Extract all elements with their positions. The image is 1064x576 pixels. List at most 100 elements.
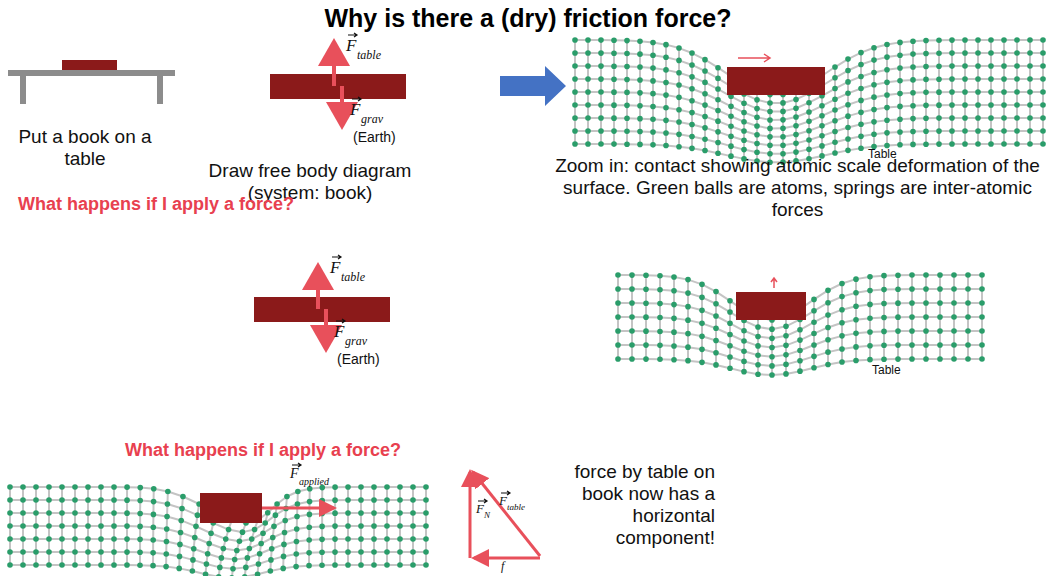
atom	[650, 104, 656, 110]
atom	[611, 50, 617, 56]
atom	[572, 89, 578, 95]
atom	[909, 300, 915, 306]
atom	[884, 42, 890, 48]
atom	[624, 90, 630, 96]
atom	[598, 63, 604, 69]
atom	[909, 342, 915, 348]
atom	[319, 498, 325, 504]
atom	[754, 123, 760, 129]
atom	[881, 273, 887, 279]
atom	[895, 328, 901, 334]
atom	[585, 76, 591, 82]
atom	[7, 484, 13, 490]
atom	[793, 141, 799, 147]
atom	[937, 342, 943, 348]
atom	[825, 349, 831, 355]
atom	[845, 79, 851, 85]
atom	[962, 37, 968, 43]
atom	[657, 356, 663, 362]
atom	[949, 76, 955, 82]
atom	[699, 295, 705, 301]
atom	[806, 109, 812, 115]
atom	[671, 329, 677, 335]
atom	[572, 63, 578, 69]
atom	[825, 337, 831, 343]
atom	[59, 497, 65, 503]
atom	[881, 287, 887, 293]
atom	[769, 326, 775, 332]
atom	[226, 527, 232, 533]
atom	[715, 118, 721, 124]
atom	[702, 136, 708, 142]
atom	[33, 510, 39, 516]
atom	[650, 65, 656, 71]
atom	[237, 538, 243, 544]
atom	[1001, 37, 1007, 43]
atom	[884, 67, 890, 73]
atom	[615, 300, 621, 306]
atom	[951, 328, 957, 334]
atom	[845, 113, 851, 119]
atom	[867, 357, 873, 363]
atom	[611, 63, 617, 69]
atom	[811, 319, 817, 325]
atom	[832, 75, 838, 81]
atom	[629, 356, 635, 362]
atom	[881, 343, 887, 349]
atom	[663, 67, 669, 73]
atom	[1027, 63, 1033, 69]
atom	[910, 77, 916, 83]
atom	[962, 76, 968, 82]
atom	[884, 105, 890, 111]
atom	[111, 510, 117, 516]
atom	[615, 356, 621, 362]
atom	[307, 499, 313, 505]
atom	[895, 342, 901, 348]
atom	[975, 102, 981, 108]
atom	[741, 328, 747, 334]
atom	[780, 117, 786, 123]
atom	[741, 128, 747, 134]
atom	[637, 64, 643, 70]
atom	[397, 497, 403, 503]
atom	[643, 342, 649, 348]
atom	[671, 288, 677, 294]
atom	[423, 497, 429, 503]
atom	[676, 144, 682, 150]
atom	[1027, 102, 1033, 108]
atom	[783, 352, 789, 358]
atom	[923, 115, 929, 121]
atom	[384, 497, 390, 503]
atom	[585, 115, 591, 121]
atom	[572, 128, 578, 134]
atom	[179, 506, 185, 512]
atom	[881, 301, 887, 307]
atom	[676, 82, 682, 88]
atom	[909, 328, 915, 334]
atom	[1014, 50, 1020, 56]
atom	[699, 308, 705, 314]
atom	[33, 484, 39, 490]
atom	[1014, 115, 1020, 121]
atom	[699, 282, 705, 288]
atom	[949, 50, 955, 56]
atom	[825, 362, 831, 368]
atom	[699, 321, 705, 327]
atom	[137, 485, 143, 491]
atom	[871, 45, 877, 51]
atom	[624, 51, 630, 57]
atom	[951, 300, 957, 306]
atom	[845, 68, 851, 74]
atom	[657, 329, 663, 335]
atom	[975, 76, 981, 82]
atom	[650, 52, 656, 58]
atom	[72, 510, 78, 516]
atom	[699, 347, 705, 353]
atom	[689, 146, 695, 152]
atom	[1001, 128, 1007, 134]
atom	[643, 328, 649, 334]
atom	[7, 497, 13, 503]
atom	[624, 64, 630, 70]
atom	[811, 365, 817, 371]
atom	[624, 38, 630, 44]
